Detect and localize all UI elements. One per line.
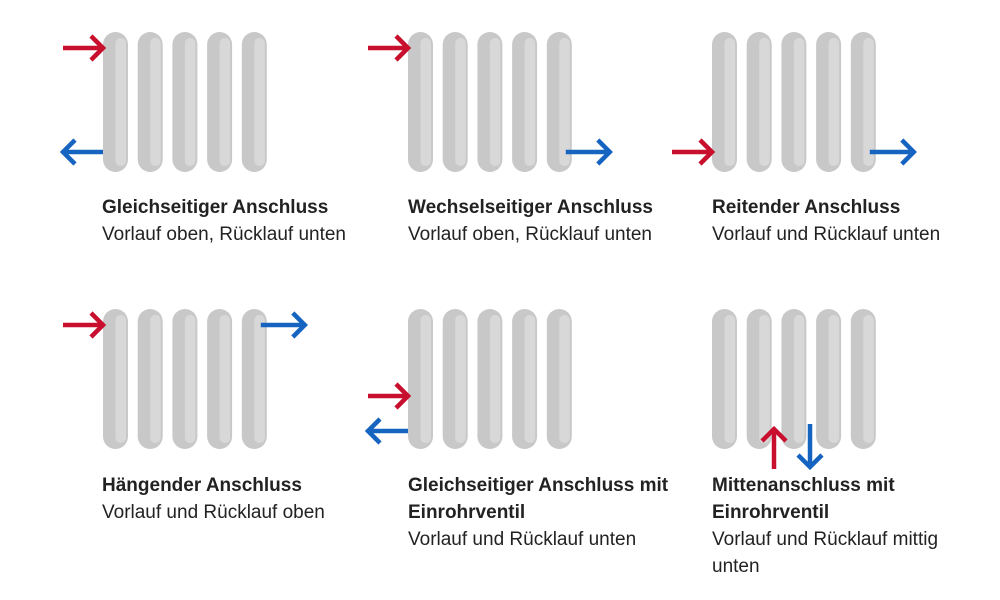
radiator-column-highlight (759, 38, 770, 166)
radiator-column-highlight (793, 315, 805, 443)
radiator-column-highlight (524, 315, 536, 443)
radiator (59, 32, 267, 172)
caption-haengend: Hängender Anschluss Vorlauf und Rücklauf… (102, 472, 362, 526)
caption-description: Vorlauf und Rücklauf unten (712, 224, 941, 245)
radiator-column-highlight (863, 38, 874, 166)
radiator-column-highlight (489, 315, 501, 443)
radiator-column-highlight (828, 38, 840, 166)
supply-arrow-icon (63, 34, 107, 62)
caption-description: Vorlauf und Rücklauf unten (408, 529, 637, 550)
caption-description: Vorlauf oben, Rücklauf unten (102, 224, 347, 245)
caption-title: Wechselseitiger Anschluss (408, 197, 653, 218)
radiator-column-highlight (828, 315, 840, 443)
radiator-column-highlight (150, 315, 161, 443)
radiator (368, 32, 613, 172)
return-arrow-icon (796, 424, 824, 471)
radiator-column-highlight (455, 38, 466, 166)
panel-mittenanschluss (712, 309, 876, 471)
radiator-column-highlight (420, 315, 431, 443)
radiator-column-highlight (455, 315, 466, 443)
supply-arrow-icon (63, 311, 107, 339)
panel-wechselseitig (368, 32, 613, 172)
return-arrow-icon (364, 417, 408, 445)
caption-mittenanschluss: Mittenanschluss mit Einrohrventil Vorlau… (712, 472, 952, 580)
supply-arrow-icon (368, 382, 412, 410)
return-arrow-icon (869, 138, 917, 166)
caption-title: Hängender Anschluss (102, 475, 302, 496)
radiator-column-highlight (184, 315, 196, 443)
radiator (712, 309, 876, 471)
supply-arrow-icon (672, 138, 716, 166)
caption-title: Mittenanschluss mit Einrohrventil (712, 475, 895, 523)
radiator-column-highlight (793, 38, 805, 166)
radiator (63, 309, 308, 449)
caption-gleichseitig: Gleichseitiger Anschluss Vorlauf oben, R… (102, 194, 392, 248)
radiator-column-highlight (559, 315, 570, 443)
radiator-column-highlight (219, 38, 231, 166)
return-arrow-icon (260, 311, 308, 339)
caption-description: Vorlauf und Rücklauf mittig unten (712, 529, 939, 577)
radiator-column-highlight (420, 38, 431, 166)
caption-reitend: Reitender Anschluss Vorlauf und Rücklauf… (712, 194, 952, 248)
radiator-column-highlight (254, 315, 265, 443)
supply-arrow-icon (368, 34, 412, 62)
supply-arrow-icon (760, 425, 788, 469)
radiator-column-highlight (489, 38, 501, 166)
panel-gleichseitig (59, 32, 267, 172)
caption-wechselseitig: Wechselseitiger Anschluss Vorlauf oben, … (408, 194, 698, 248)
radiator-column-highlight (724, 315, 735, 443)
caption-title: Gleichseitiger Anschluss (102, 197, 329, 218)
return-arrow-icon (565, 138, 613, 166)
radiator-column-highlight (759, 315, 770, 443)
radiator-column-highlight (724, 38, 735, 166)
caption-description: Vorlauf und Rücklauf oben (102, 502, 325, 523)
radiator-column-highlight (863, 315, 874, 443)
panel-reitend (672, 32, 917, 172)
caption-title: Reitender Anschluss (712, 197, 901, 218)
caption-title: Gleichseitiger Anschluss mit Einrohrvent… (408, 475, 669, 523)
radiator-column-highlight (524, 38, 536, 166)
radiator-column-highlight (219, 315, 231, 443)
radiator-column-highlight (115, 38, 126, 166)
radiator-column-highlight (184, 38, 196, 166)
radiator-column-highlight (559, 38, 570, 166)
radiator-column-highlight (254, 38, 265, 166)
radiator (364, 309, 572, 449)
panel-gleichseitig-einrohr (364, 309, 572, 449)
radiator (672, 32, 917, 172)
caption-description: Vorlauf oben, Rücklauf unten (408, 224, 653, 245)
caption-gleichseitig-einrohr: Gleichseitiger Anschluss mit Einrohrvent… (408, 472, 678, 553)
radiator-column-highlight (115, 315, 126, 443)
return-arrow-icon (59, 138, 103, 166)
panel-haengend (63, 309, 308, 449)
radiator-column-highlight (150, 38, 161, 166)
